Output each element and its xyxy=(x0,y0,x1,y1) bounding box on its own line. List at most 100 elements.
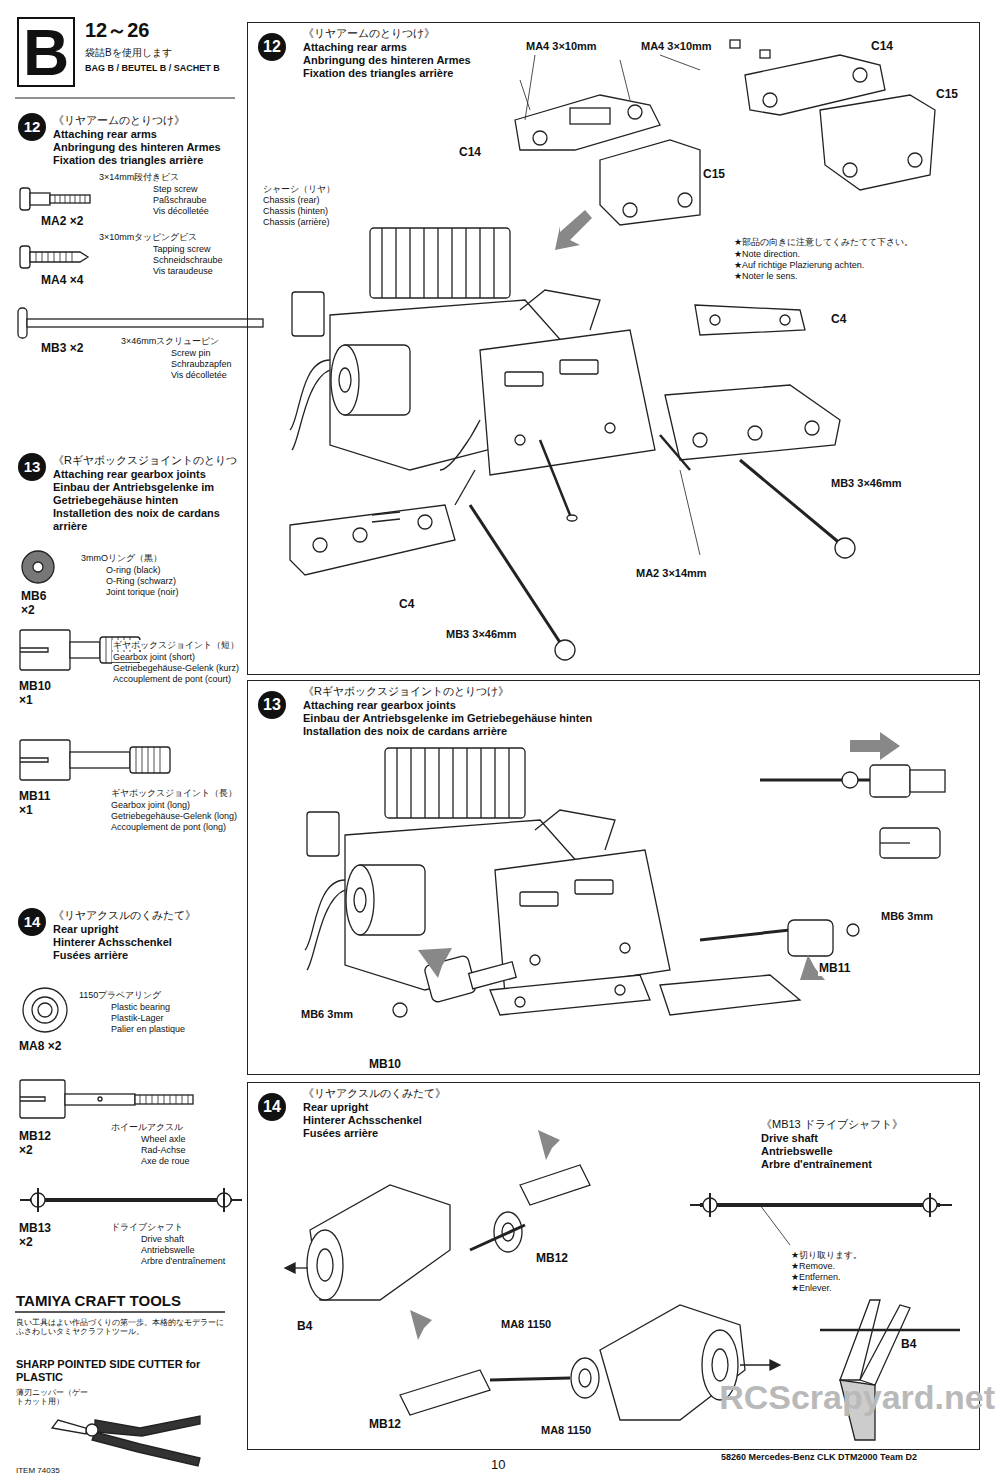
part-label: Screw pin xyxy=(170,348,212,358)
illustration-line xyxy=(353,528,367,542)
illustration-line xyxy=(313,538,327,552)
part-label: Arbre d'entraînement xyxy=(140,1256,226,1266)
part-label: MB10 ×1 xyxy=(18,680,60,708)
illustration-line xyxy=(317,1249,333,1281)
part-label: C4 xyxy=(398,598,415,612)
illustration-line xyxy=(393,1003,407,1017)
illustration-line xyxy=(30,252,88,262)
part-label: O-ring (black) xyxy=(105,565,162,575)
illustration-line xyxy=(842,772,858,788)
part-label: Plastic bearing xyxy=(110,1002,171,1012)
part-label: Getriebegehäuse-Gelenk (kurz) xyxy=(112,663,240,673)
illustration-line xyxy=(805,421,819,435)
part-label: Chassis (arrière) xyxy=(262,217,331,227)
illustration-line xyxy=(710,1193,930,1217)
o-ring xyxy=(22,551,54,583)
part-label: 《MB13 ドライブシャフト》 xyxy=(760,1118,904,1131)
part-label: MA4 ×4 xyxy=(40,274,84,288)
step-panel: 13 《Rギヤボックスジョイントのとりつけ》Attaching rear gear… xyxy=(247,680,980,1075)
illustration-line xyxy=(665,385,840,460)
illustration-line xyxy=(700,930,790,940)
rear-arms xyxy=(290,305,855,660)
illustration-line xyxy=(660,975,800,1015)
illustration-line xyxy=(678,193,692,207)
part-label: ★Enlever. xyxy=(790,1283,833,1293)
illustration-line xyxy=(20,1080,65,1118)
part-label: MA8 1150 xyxy=(540,1424,592,1437)
part-label: Accouplement de pont (long) xyxy=(110,822,227,832)
part-label: Schraubzapfen xyxy=(170,359,233,369)
step-title: Attaching rear gearbox joints xyxy=(303,699,456,712)
illustration-line xyxy=(98,1097,102,1101)
step-title: BAG B / BEUTEL B / SACHET B xyxy=(85,63,220,73)
part-label: 3×14mm段付きビス xyxy=(98,172,180,182)
part-label: 《リヤアクスルのくみたて》 xyxy=(52,909,197,922)
illustration-line xyxy=(305,748,670,995)
part-label: 10 xyxy=(490,1458,506,1473)
part-label: C14 xyxy=(870,40,894,54)
part-label: SHARP POINTED SIDE CUTTER for PLASTIC xyxy=(15,1358,217,1383)
illustration-line xyxy=(579,1369,591,1387)
illustration-line xyxy=(571,1358,599,1398)
step-title: 《リヤアームのとりつけ》 xyxy=(303,27,435,40)
step-title: 袋詰Bを使用します xyxy=(85,47,172,59)
illustration-line xyxy=(788,920,833,956)
part-label: MB3 ×2 xyxy=(40,342,84,356)
part-label: MB12 xyxy=(368,1418,402,1432)
part-label: MA4 3×10mm xyxy=(640,40,713,53)
step-title: Rear upright xyxy=(303,1101,368,1114)
step-title: Installation des noix de cardans arrière xyxy=(303,725,507,738)
illustration-line xyxy=(20,1199,242,1201)
part-label: ★Note direction. xyxy=(733,249,801,259)
part-label: Vis taraudeuse xyxy=(152,266,214,276)
illustration-line xyxy=(680,470,700,555)
part-label: Accouplement de pont (court) xyxy=(112,674,232,684)
part-label: TAMIYA CRAFT TOOLS xyxy=(15,1292,182,1309)
part-label: Schneidschraube xyxy=(152,255,224,265)
part-label: Arbre d'entraînement xyxy=(760,1158,873,1171)
step-number: 12 xyxy=(258,33,286,61)
part-label: Step screw xyxy=(152,184,199,194)
step-screw xyxy=(20,188,90,210)
illustration-line xyxy=(515,997,525,1007)
step-title: 《リヤアクスルのくみたて》 xyxy=(303,1087,446,1100)
part-label: MB10 xyxy=(368,1058,402,1072)
illustration-line xyxy=(567,515,577,521)
step-title: 《Rギヤボックスジョイントのとりつけ》 xyxy=(303,685,509,698)
part-label: 58260 Mercedes-Benz CLK DTM2000 Team D2 xyxy=(720,1452,918,1462)
illustration-line xyxy=(20,758,48,762)
illustration-line xyxy=(130,747,170,773)
illustration-line xyxy=(372,512,400,522)
step-number: 13 xyxy=(258,691,286,719)
part-label: ★Entfernen. xyxy=(790,1272,842,1282)
illustration-line xyxy=(23,988,67,1032)
illustration-line xyxy=(820,1329,960,1332)
part-label: Rad-Achse xyxy=(140,1145,187,1155)
illustration-line xyxy=(52,1420,86,1434)
illustration-line xyxy=(400,1370,490,1415)
illustration-line xyxy=(70,642,100,658)
bag-header: B12～26袋詰Bを使用しますBAG B / BEUTEL B / SACHET… xyxy=(17,17,247,92)
part-label: Drive shaft xyxy=(760,1132,819,1145)
illustration-line xyxy=(135,1095,193,1104)
part-label: Plastik-Lager xyxy=(110,1013,165,1023)
illustration-line xyxy=(15,1311,225,1313)
illustration-line xyxy=(520,60,630,110)
illustration-line xyxy=(285,1263,295,1273)
part-label: Chassis (rear) xyxy=(262,195,321,205)
part-label: MB3 3×46mm xyxy=(830,477,903,490)
part-label: Attaching rear arms xyxy=(52,128,158,141)
illustration-line xyxy=(820,95,935,190)
part-label: MB6 3mm xyxy=(300,1008,354,1021)
illustration-line xyxy=(290,228,655,475)
part-label: Antriebswelle xyxy=(140,1245,196,1255)
illustration-line xyxy=(695,305,805,335)
illustration-line xyxy=(690,1204,952,1206)
illustration-line xyxy=(290,505,455,575)
part-label: 《リヤアームのとりつけ》 xyxy=(52,114,186,127)
illustration-line xyxy=(418,948,452,978)
illustration-line xyxy=(555,640,575,660)
part-label: MB6 ×2 xyxy=(20,590,62,618)
step-title: Einbau der Antriebsgelenke im Getriebege… xyxy=(303,712,592,725)
